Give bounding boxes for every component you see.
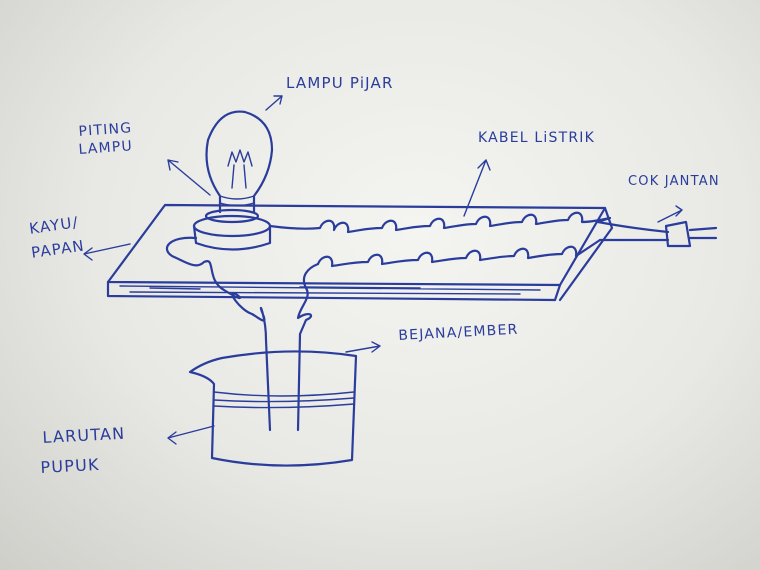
label-arrows <box>83 95 683 445</box>
label-lampu-pijar: LAMPU PiJAR <box>286 74 394 92</box>
light-bulb <box>205 110 274 214</box>
plug-cable <box>596 220 718 248</box>
cable-coil-bottom <box>316 238 602 268</box>
label-cok-jantan: COK JANTAN <box>628 174 720 189</box>
label-larutan-line2: PUPUK <box>40 454 101 477</box>
cable-coil-top <box>268 211 612 234</box>
electrode-wires <box>165 236 320 432</box>
beaker <box>188 350 358 467</box>
wooden-board <box>106 203 614 302</box>
lamp-socket <box>192 208 272 251</box>
label-kabel-listrik: KABEL LiSTRIK <box>478 130 595 146</box>
